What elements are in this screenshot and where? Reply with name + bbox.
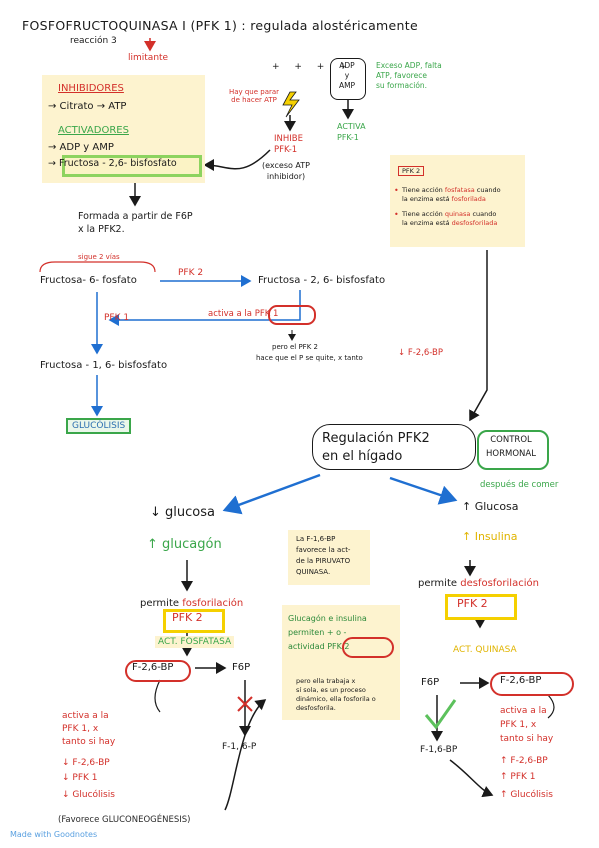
despues-comer: después de comer xyxy=(480,480,559,490)
regulacion-bubble xyxy=(312,424,476,470)
activa-label: ACTIVA PFK-1 xyxy=(337,122,366,142)
bullet-1: • xyxy=(394,186,399,195)
left-f26bp-circle xyxy=(125,660,191,682)
left-l1: ↓ F-2,6-BP xyxy=(62,758,110,768)
note-mid-top-box xyxy=(288,530,370,585)
exceso-atp: (exceso ATP inhibidor) xyxy=(262,161,310,181)
activa-la-label: activa a la PFK 1 xyxy=(208,309,279,319)
left-l2: ↓ PFK 1 xyxy=(62,773,98,783)
bullet-2: • xyxy=(394,210,399,219)
left-f6p: F6P xyxy=(232,662,251,673)
pfk2-arrow-label: PFK 2 xyxy=(178,268,204,278)
f26bp-highlight xyxy=(62,155,202,177)
f26bp-down: ↓ F-2,6-BP xyxy=(398,348,444,358)
right-activa: activa a la PFK 1, x tanto si hay xyxy=(500,706,554,744)
left-l3: ↓ Glucólisis xyxy=(62,790,115,800)
f16bp-label: Fructosa - 1, 6- bisfosfato xyxy=(40,360,168,371)
limitante-label: limitante xyxy=(128,53,169,63)
adp-amp-box xyxy=(330,58,366,100)
pfk2-box-arrow xyxy=(469,250,488,422)
control-box xyxy=(477,430,549,470)
right-pfk2-box xyxy=(445,594,517,620)
left-favorece: (Favorece GLUCONEOGÉNESIS) xyxy=(58,815,191,825)
inhibe-label: INHIBE PFK-1 xyxy=(274,134,303,155)
sigue-2-vias: sigue 2 vías xyxy=(78,253,120,261)
right-f26bp-circle xyxy=(490,672,574,696)
note-mid-small: pero ella trabaja x sí sola, es un proce… xyxy=(296,677,376,712)
exceso-adp-note: Exceso ADP, falta ATP, favorece su forma… xyxy=(376,61,442,90)
left-glucagon: ↑ glucagón xyxy=(147,537,222,552)
bolt-note: Hay que parar de hacer ATP xyxy=(228,88,280,104)
right-f26bp: F-2,6-BP xyxy=(500,675,542,686)
note-mid-box xyxy=(282,605,400,720)
formada-text: Formada a partir de F6P x la PFK2. xyxy=(78,211,193,235)
lightning-icon xyxy=(282,91,300,118)
right-glucosa: ↑ Glucosa xyxy=(462,500,519,513)
inhibe-curve xyxy=(203,149,271,172)
pfk2-info-line1: Tiene acción fosfatasa cuando la enzima … xyxy=(402,186,501,203)
left-pfk2-box xyxy=(163,609,225,633)
pfk2-info-box xyxy=(390,155,525,247)
adp-amp-text: ADP y AMP xyxy=(338,61,356,90)
inhibidores-line: → Citrato → ATP xyxy=(48,101,127,112)
check-mark xyxy=(424,699,457,730)
right-act: ACT. QUINASA xyxy=(453,645,517,655)
left-glucosa: ↓ glucosa xyxy=(150,505,215,520)
activadores-line2: → Fructosa - 2,6- bisfosfato xyxy=(48,158,177,169)
left-f26bp: F-2,6-BP xyxy=(132,662,174,673)
pfk1-circle xyxy=(268,305,316,325)
pero-el: pero el PFK 2 xyxy=(272,343,318,351)
stars: + + + + xyxy=(272,62,353,72)
right-f6p: F6P xyxy=(421,677,440,688)
right-insulina: ↑ Insulina xyxy=(462,530,518,543)
left-permite: permite fosforilación xyxy=(140,598,244,609)
note-pfk2-circle xyxy=(342,637,394,658)
f6p-label: Fructosa- 6- fosfato xyxy=(40,275,137,286)
note-mid-top: La F-1,6-BP favorece la act- de la PIRUV… xyxy=(296,535,351,576)
pfk1-label: PFK 1 xyxy=(104,313,130,323)
hace-que: hace que el P se quite, x tanto xyxy=(256,354,363,362)
activadores-heading: ACTIVADORES xyxy=(58,125,129,136)
pfk2-info-line2: Tiene acción quinasa cuando la enzima es… xyxy=(402,210,498,227)
goodnotes-footer: Made with Goodnotes xyxy=(10,830,98,839)
glucolisis-box: GLUCÓLISIS xyxy=(66,418,132,434)
activadores-line1: → ADP y AMP xyxy=(48,142,114,153)
regulacion-text: Regulación PFK2 en el hígado xyxy=(322,431,430,464)
reg-left-arrow xyxy=(222,473,321,515)
right-f16bp: F-1,6-BP xyxy=(420,745,458,755)
left-f16p: F-1, 6-P xyxy=(222,742,257,752)
left-activa: activa a la PFK 1, x tanto si hay xyxy=(62,711,116,747)
right-l1: ↑ F-2,6-BP xyxy=(500,756,548,766)
right-permite: permite desfosforilación xyxy=(418,578,539,589)
left-act: ACT. FOSFATASA xyxy=(155,636,235,648)
pfk2-info-title: PFK 2 xyxy=(398,166,425,176)
page-title: FOSFOFRUCTOQUINASA I (PFK 1) : regulada … xyxy=(22,18,418,33)
right-l3: ↑ Glucólisis xyxy=(500,790,553,800)
f26bp-label: Fructosa - 2, 6- bisfosfato xyxy=(258,275,386,286)
reaccion-label: reacción 3 xyxy=(70,36,117,46)
inhibidores-heading: INHIBIDORES xyxy=(58,83,124,94)
activa-back-line xyxy=(108,290,301,326)
reg-right-arrow xyxy=(389,476,458,505)
left-pfk2: PFK 2 xyxy=(172,611,203,624)
control-text: CONTROL HORMONAL xyxy=(486,435,536,459)
brace xyxy=(39,261,156,273)
right-l2: ↑ PFK 1 xyxy=(500,772,536,782)
right-pfk2: PFK 2 xyxy=(457,597,488,610)
